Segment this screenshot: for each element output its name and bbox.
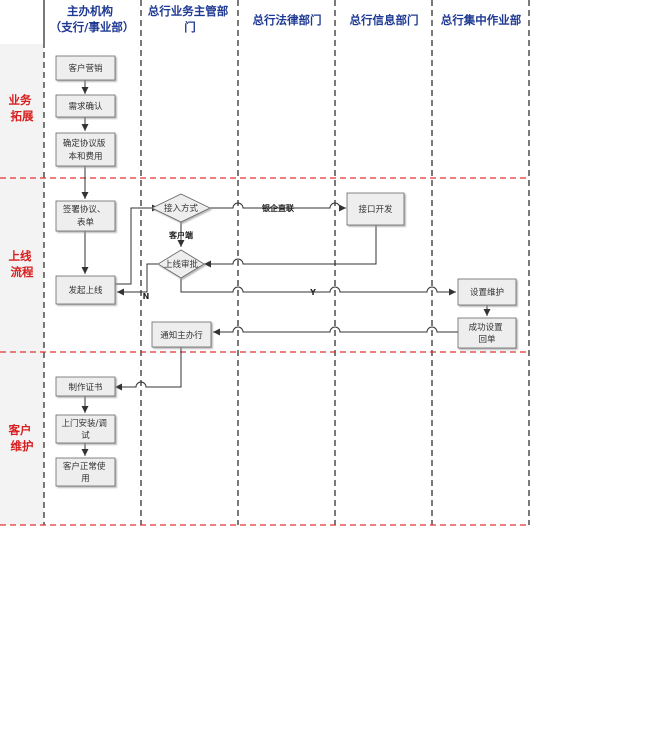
column-header-5: 总行集中作业部 <box>441 13 522 27</box>
node-onsite-install: 上门安装/调 试 <box>55 414 116 444</box>
node-customer-marketing: 客户营销 <box>55 55 116 81</box>
lane-label-maintenance: 客户 维护 <box>7 423 35 453</box>
decision-launch-review: 上线审批 <box>157 249 205 279</box>
edge-label-no: N <box>143 292 150 301</box>
edge-review-yes-to-setup <box>180 277 456 296</box>
svg-text:签署协议、 表单: 签署协议、 表单 <box>63 204 108 228</box>
node-interface-dev: 接口开发 <box>346 192 405 226</box>
column-header-1: 主办机构 （支行/事业部） <box>50 4 135 34</box>
lane-dividers <box>0 177 529 526</box>
node-setup-maintenance: 设置维护 <box>457 278 517 306</box>
column-header-3: 总行法律部门 <box>253 13 322 27</box>
svg-text:客户正常使 用: 客户正常使 用 <box>63 461 108 484</box>
svg-text:制作证书: 制作证书 <box>68 382 103 393</box>
svg-text:上线审批: 上线审批 <box>164 259 199 270</box>
node-notify-branch: 通知主办行 <box>151 321 212 348</box>
node-requirement-confirm: 需求确认 <box>55 94 116 118</box>
node-initiate-launch: 发起上线 <box>55 275 116 305</box>
svg-text:确定协议版 本和费用: 确定协议版 本和费用 <box>63 138 108 162</box>
edge-success-to-notify <box>213 326 458 336</box>
svg-text:设置维护: 设置维护 <box>470 287 504 298</box>
edge-label-yes: Y <box>309 288 316 297</box>
column-header-2: 总行业务主管部 门 <box>148 4 233 34</box>
svg-text:接口开发: 接口开发 <box>358 204 393 215</box>
node-sign-agreement: 签署协议、 表单 <box>55 200 116 232</box>
column-header-1-bg <box>44 0 140 42</box>
column-header-row: 主办机构 （支行/事业部） 总行业务主管部 门 总行法律部门 总行信息部门 总行… <box>44 0 528 42</box>
column-header-4-bg <box>336 0 431 42</box>
svg-text:成功设置 回单: 成功设置 回单 <box>469 322 506 345</box>
node-customer-normal-use: 客户正常使 用 <box>55 457 116 487</box>
edge-interface-to-review <box>204 225 377 268</box>
lane-label-launch: 上线 流程 <box>8 249 35 279</box>
column-header-3-bg <box>239 0 334 42</box>
column-header-5-bg <box>433 0 528 42</box>
svg-text:客户营销: 客户营销 <box>68 63 103 74</box>
connectors <box>81 80 491 456</box>
svg-text:接入方式: 接入方式 <box>164 203 199 214</box>
svg-text:需求确认: 需求确认 <box>68 101 103 112</box>
decision-access-mode: 接入方式 <box>151 193 211 223</box>
svg-text:通知主办行: 通知主办行 <box>160 330 203 341</box>
node-make-certificate: 制作证书 <box>55 376 116 397</box>
edge-notify-to-certificate <box>115 347 182 391</box>
edge-review-no-to-initiate <box>117 263 158 296</box>
svg-text:发起上线: 发起上线 <box>68 285 103 296</box>
lane-label-background <box>0 44 44 525</box>
svg-text:上门安装/调 试: 上门安装/调 试 <box>61 418 109 441</box>
node-setup-success-reply: 成功设置 回单 <box>457 317 517 349</box>
edge-label-direct-link: 银企直联 <box>261 203 294 213</box>
node-confirm-version-fee: 确定协议版 本和费用 <box>55 132 116 167</box>
column-header-4: 总行信息部门 <box>350 13 419 27</box>
edge-initiate-to-access <box>115 204 159 285</box>
edge-access-to-interface <box>210 202 346 212</box>
column-header-2-bg <box>142 0 237 42</box>
column-dividers <box>43 0 530 525</box>
lane-label-business: 业务 拓展 <box>8 93 35 123</box>
edge-label-client-side: 客户端 <box>168 230 193 240</box>
